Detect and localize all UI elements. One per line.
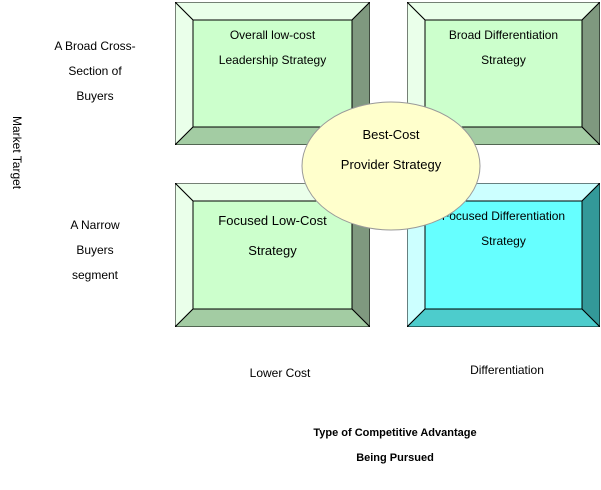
box-focused-differentiation-line2: Strategy (481, 234, 526, 248)
column-label-lower-cost: Lower Cost (249, 366, 311, 380)
best-cost-line2: Provider Strategy (340, 157, 442, 172)
box-focused-low-cost-line2: Strategy (248, 243, 297, 258)
row-label-broad-line3: Buyers (76, 89, 114, 103)
column-label-differentiation: Differentiation (470, 363, 544, 377)
best-cost-line1: Best-Cost (362, 127, 420, 142)
row-label-narrow-line3: segment (71, 268, 119, 282)
y-axis-title: Market Target (10, 116, 24, 190)
row-label-narrow: A Narrow Buyers segment (40, 213, 150, 288)
box-focused-low-cost-shape (175, 183, 370, 327)
box-overall-low-cost: Overall low-cost Leadership Strategy (175, 2, 370, 145)
box-focused-low-cost: Focused Low-Cost Strategy (175, 183, 370, 327)
row-label-broad-line2: Section of (68, 64, 122, 78)
x-axis-title-line2: Being Pursued (356, 452, 434, 464)
box-overall-low-cost-line2: Leadership Strategy (218, 53, 327, 67)
box-broad-differentiation-line1: Broad Differentiation (448, 28, 559, 42)
row-label-broad-line1: A Broad Cross- (54, 39, 136, 53)
box-focused-low-cost-line1: Focused Low-Cost (218, 213, 327, 228)
row-label-broad: A Broad Cross- Section of Buyers (40, 34, 150, 109)
row-label-narrow-line1: A Narrow (70, 218, 120, 232)
best-cost-ellipse-shape (301, 101, 481, 231)
box-focused-differentiation-line1: Focused Differentiation (441, 209, 566, 223)
best-cost-ellipse: Best-Cost Provider Strategy (301, 101, 481, 231)
box-broad-differentiation-line2: Strategy (481, 53, 526, 67)
box-overall-low-cost-line1: Overall low-cost (229, 28, 316, 42)
x-axis-title-line1: Type of Competitive Advantage (313, 427, 477, 439)
x-axis-title: Type of Competitive Advantage Being Purs… (295, 421, 495, 471)
row-label-narrow-line2: Buyers (76, 243, 114, 257)
